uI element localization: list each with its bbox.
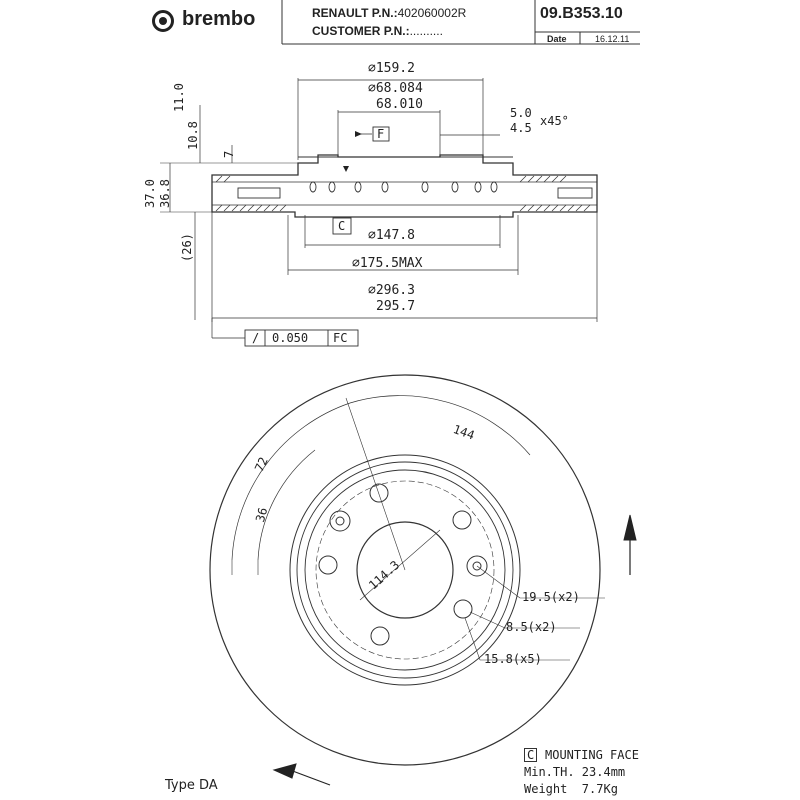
tolerance-ref: FC bbox=[333, 331, 348, 345]
dim-159-label: ⌀159.2 bbox=[368, 61, 415, 76]
oem-pn-line: RENAULT P.N.:402060002R bbox=[312, 6, 467, 20]
arc-72 bbox=[231, 402, 351, 561]
dim-36-label: 36.8 bbox=[158, 179, 172, 208]
customer-pn-line: CUSTOMER P.N.:.......... bbox=[312, 24, 443, 38]
arc-36 bbox=[257, 449, 316, 561]
part-number: 09.B353.10 bbox=[540, 5, 623, 22]
min-thickness-label: Min.TH. 23.4mm bbox=[524, 765, 626, 779]
disc-outer-circle bbox=[209, 374, 601, 766]
tolerance-frame bbox=[244, 329, 359, 347]
slot-right bbox=[557, 187, 593, 199]
dim-68-min-label: 68.010 bbox=[376, 97, 423, 112]
datum-f-label: F bbox=[377, 127, 385, 141]
hole2-label: 8.5(x2) bbox=[506, 620, 557, 634]
date-value: 16.12.11 bbox=[595, 34, 630, 44]
brand-name: brembo bbox=[182, 8, 256, 30]
dim-26-label: (26) bbox=[180, 233, 194, 262]
chamfer-b-label: 4.5 bbox=[510, 121, 532, 135]
datum-arrow-icon bbox=[355, 131, 362, 137]
dim-147-label: ⌀147.8 bbox=[368, 228, 415, 243]
hatch-left bbox=[215, 175, 287, 212]
brembo-logo-dot bbox=[159, 17, 167, 25]
hub-holes-section bbox=[309, 181, 498, 193]
hole1-label: 19.5(x2) bbox=[522, 590, 580, 604]
slot-left bbox=[237, 187, 281, 199]
rotation-arrows bbox=[272, 514, 637, 786]
brembo-logo-icon bbox=[152, 10, 174, 32]
leader-hole1 bbox=[476, 565, 521, 599]
disc-friction-inner bbox=[289, 454, 521, 686]
hat-step-circle bbox=[304, 469, 506, 671]
radial-line-1 bbox=[345, 397, 406, 571]
leader-hole2 bbox=[469, 611, 506, 629]
hat-outer-circle bbox=[296, 461, 514, 679]
rotation-arrow-bottom bbox=[289, 769, 331, 786]
tolerance-value: 0.050 bbox=[272, 331, 309, 345]
chamfer-angle-label: x45° bbox=[540, 114, 569, 128]
dim-68-max-label: ⌀68.084 bbox=[368, 81, 423, 96]
arc-144 bbox=[349, 395, 531, 456]
dim-37-label: 37.0 bbox=[143, 179, 157, 208]
dim-295-label: 295.7 bbox=[376, 299, 416, 314]
dim-7-label: 7 bbox=[222, 150, 236, 158]
tolerance-symbol: / bbox=[252, 331, 260, 345]
mounting-face-label: MOUNTING FACE bbox=[545, 748, 639, 762]
type-label: Type DA bbox=[165, 778, 218, 793]
weight-label: Weight 7.7Kg bbox=[524, 782, 618, 796]
datum-c-box bbox=[332, 217, 352, 235]
pcd-leader bbox=[359, 529, 441, 601]
chamfer-a-label: 5.0 bbox=[510, 106, 532, 120]
hole3-label: 15.8(x5) bbox=[484, 652, 542, 666]
dim-10-label: 10.8 bbox=[186, 121, 200, 150]
center-bore bbox=[356, 521, 454, 619]
disc-section-outline bbox=[211, 154, 598, 218]
date-label: Date bbox=[547, 34, 567, 44]
leader-hole3 bbox=[464, 617, 481, 661]
mounting-datum-box: C bbox=[524, 748, 538, 762]
dim-296-label: ⌀296.3 bbox=[368, 283, 415, 298]
dim-175-label: ⌀175.5MAX bbox=[352, 256, 423, 271]
pcd-circle bbox=[315, 480, 495, 660]
datum-f-box bbox=[372, 126, 390, 142]
bolt-holes-front bbox=[318, 483, 488, 646]
datum-c-label: C bbox=[338, 219, 346, 233]
center-mark-icon bbox=[343, 166, 349, 172]
hatch-right bbox=[519, 175, 591, 212]
dim-11-label: 11.0 bbox=[172, 83, 186, 112]
